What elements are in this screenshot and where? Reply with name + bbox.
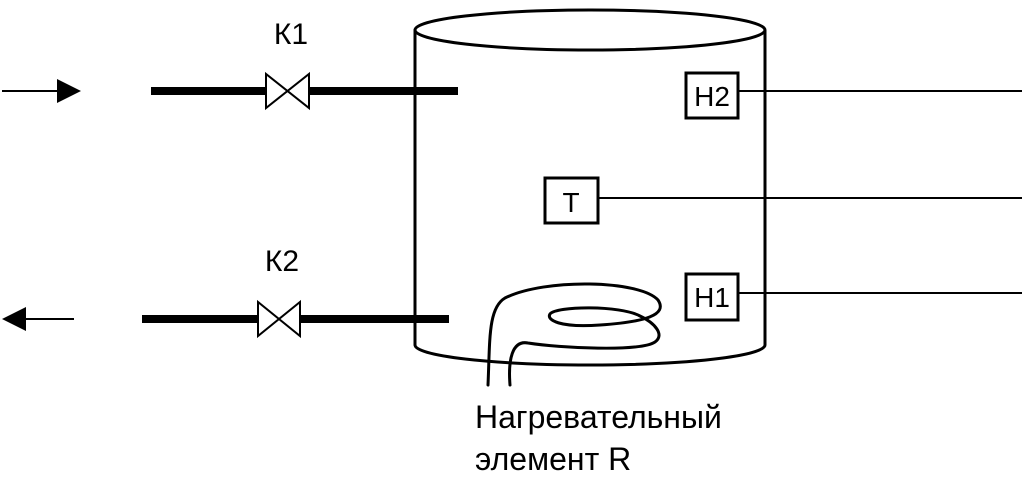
inlet-arrow-icon xyxy=(2,79,81,103)
heating-element-icon xyxy=(486,282,662,387)
valve-k2-icon xyxy=(257,299,301,339)
outlet-arrow-icon xyxy=(2,307,74,331)
sensor-h1 xyxy=(684,272,1022,322)
heater-caption-line1: Нагревательный xyxy=(475,399,722,435)
valve-k2-label: К2 xyxy=(265,245,299,278)
valve-k1-label: К1 xyxy=(274,18,308,51)
valve-k1-icon xyxy=(265,71,310,111)
sensor-h2-label: Н2 xyxy=(694,81,730,112)
sensor-h1-label: Н1 xyxy=(694,282,730,313)
heater-caption-line2: элемент R xyxy=(475,441,631,477)
sensor-t-label: Т xyxy=(562,187,579,218)
sensor-h2 xyxy=(684,71,1022,120)
sensor-t xyxy=(543,176,1022,225)
